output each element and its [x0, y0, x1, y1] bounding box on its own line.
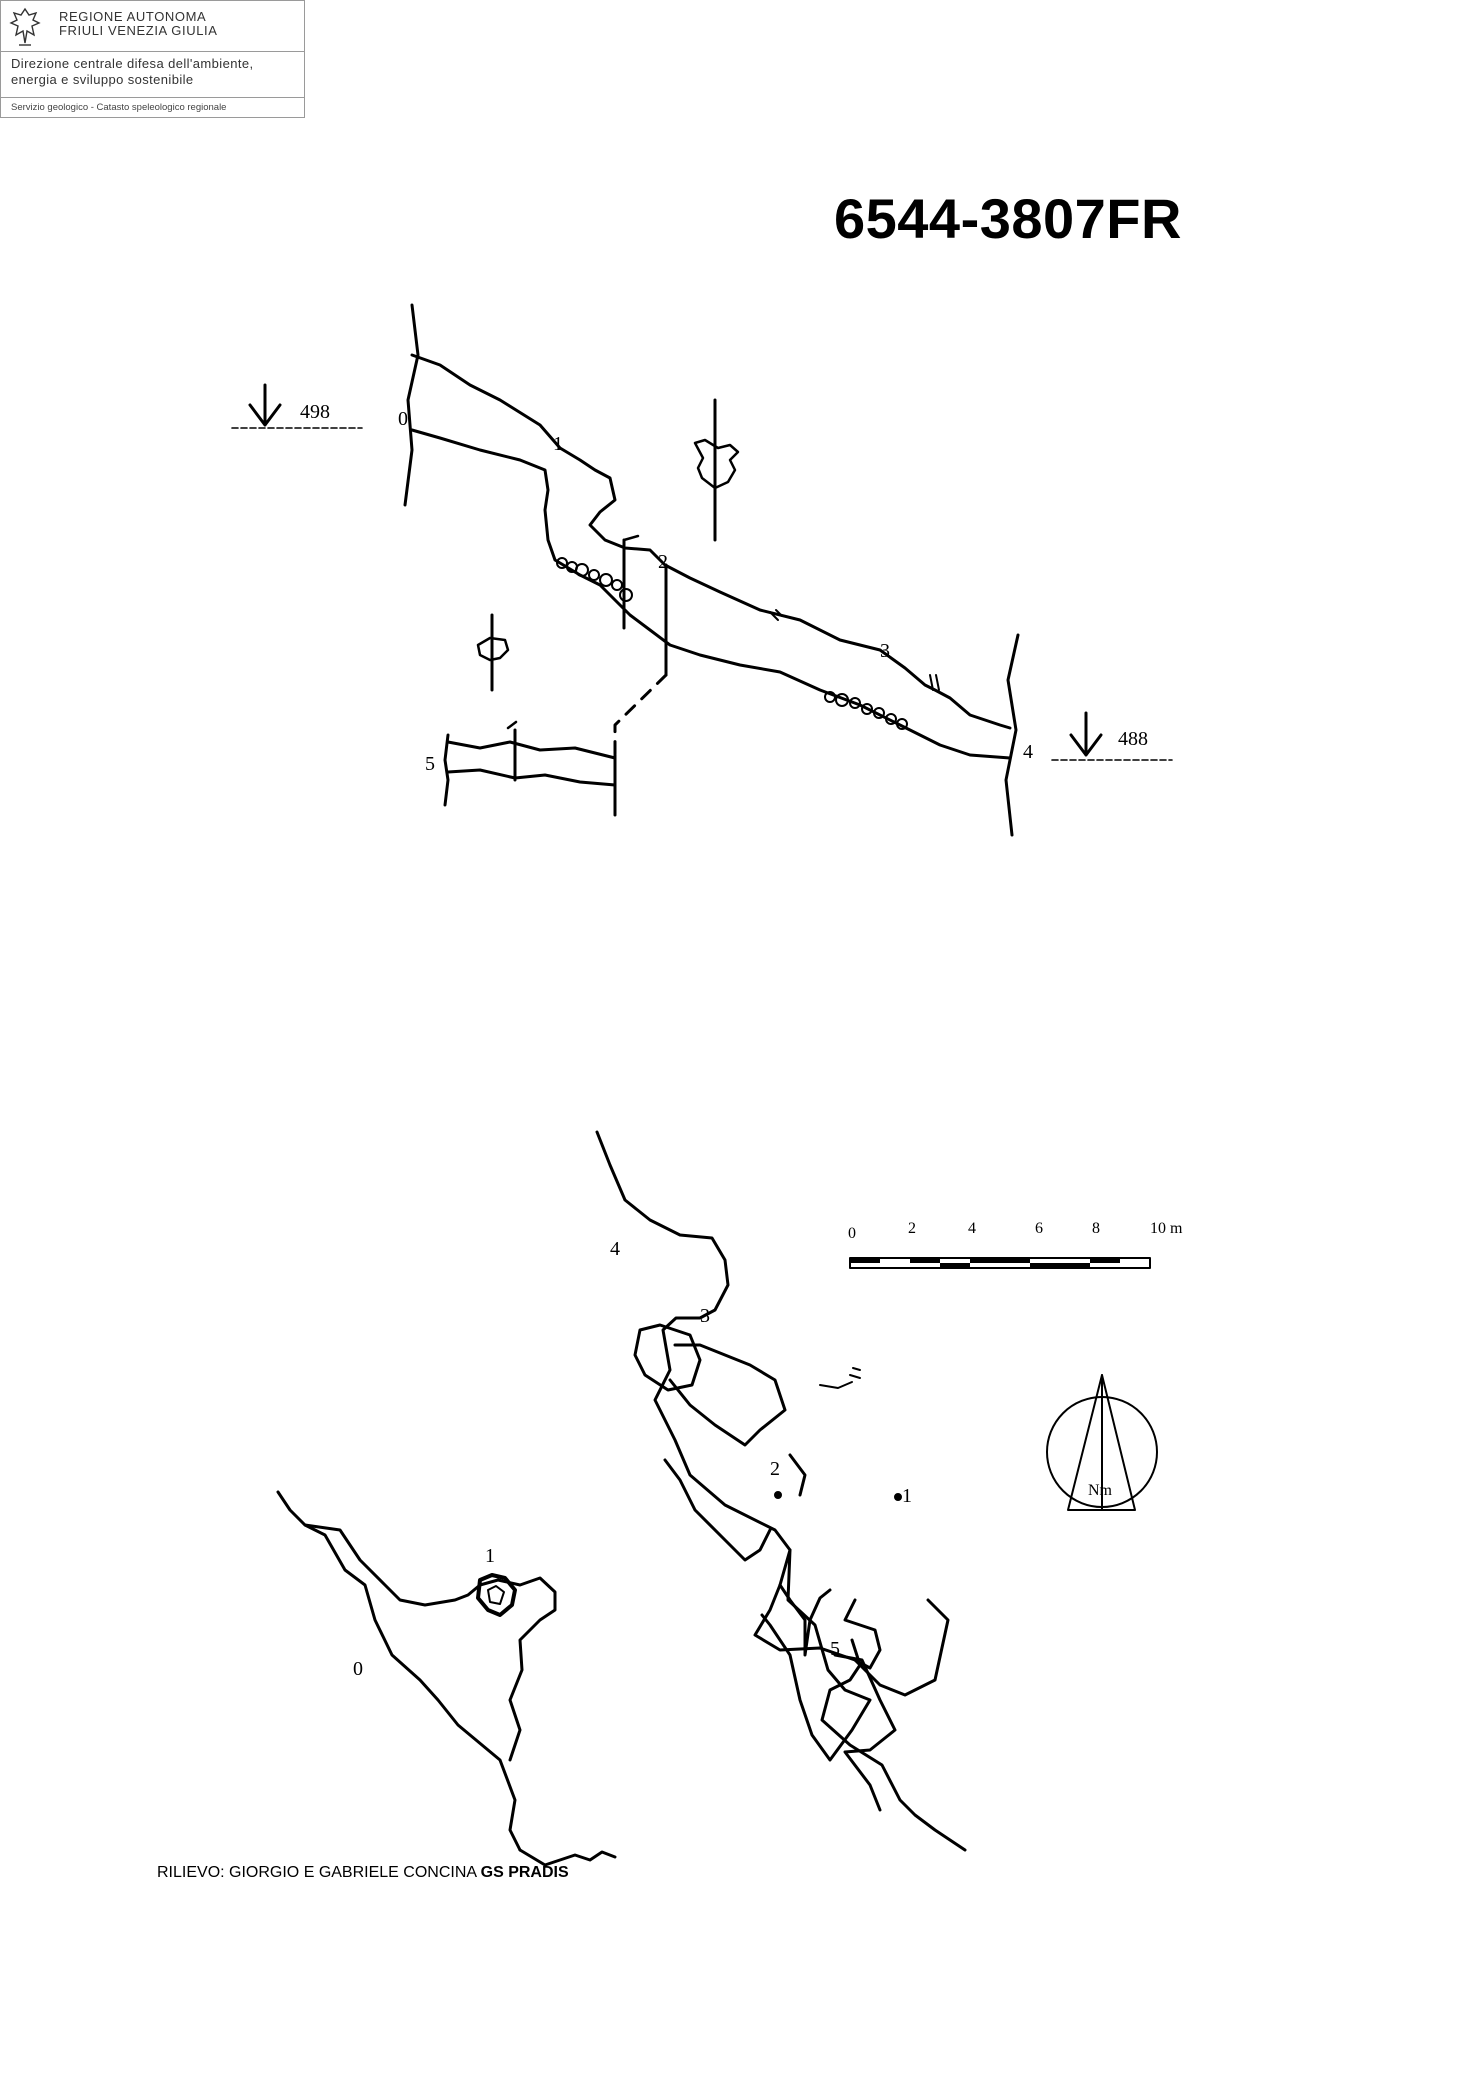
survey-authors: RILIEVO: GIORGIO E GABRIELE CONCINA: [157, 1864, 477, 1881]
plan-south-walls: [760, 1548, 872, 1762]
plan-outlet: [820, 1638, 967, 1852]
survey-group: GS PRADIS: [480, 1864, 569, 1881]
header-region: REGIONE AUTONOMA FRIULI VENEZIA GIULIA: [1, 1, 304, 52]
plan-station-4: 4: [610, 1238, 620, 1260]
plan-station-2: 2: [770, 1458, 780, 1480]
lower-passage-floor: [446, 768, 617, 787]
region-line1: REGIONE AUTONOMA: [59, 9, 207, 24]
elev-left-arrow: [248, 383, 282, 427]
plan-station-3: 3: [700, 1305, 710, 1327]
scale-tick-2: 2: [908, 1220, 916, 1237]
scale-tick-4: 4: [968, 1220, 976, 1237]
plan-station-0: 0: [353, 1658, 363, 1680]
cross-section-lower-shape: [476, 636, 510, 662]
survey-credits: RILIEVO: GIORGIO E GABRIELE CONCINA GS P…: [157, 1864, 569, 1882]
elev-label-right: 488: [1118, 728, 1148, 750]
header-box: REGIONE AUTONOMA FRIULI VENEZIA GIULIA D…: [0, 0, 305, 118]
section-station-4: 4: [1023, 741, 1033, 763]
plan-left-floor: [518, 1848, 617, 1867]
plan-right-outer-wall: [595, 1130, 882, 1670]
scale-tick-6: 6: [1035, 1220, 1043, 1237]
elev-right-arrow: [1069, 711, 1103, 757]
section-dashed-link: [613, 673, 668, 757]
scale-seg-2: [910, 1258, 940, 1263]
service-name: Servizio geologico - Catasto speleologic…: [11, 102, 227, 113]
north-arrow-icon: [1046, 1374, 1158, 1511]
dept-line2: energia e sviluppo sostenibile: [11, 72, 194, 87]
plan-main-corridor: [663, 1458, 772, 1562]
plan-side-branch: [788, 1453, 807, 1497]
section-station-0: 0: [398, 408, 408, 430]
cave-code-title: 6544-3807FR: [834, 187, 1182, 250]
lower-passage-ceiling: [446, 740, 617, 760]
dept-line1: Direzione centrale difesa dell'ambiente,: [11, 56, 254, 71]
plan-inner-chamber: [668, 1343, 787, 1447]
section-boulders-1: [556, 557, 633, 602]
section-station-1: 1: [553, 433, 563, 455]
scale-seg-1: [850, 1258, 880, 1263]
plan-left-inner: [303, 1523, 482, 1607]
section-floor: [410, 428, 1012, 760]
plan-station-dot-1: [894, 1493, 902, 1501]
plan-right-inner-wall: [633, 1323, 702, 1392]
region-line2: FRIULI VENEZIA GIULIA: [59, 23, 218, 38]
scale-seg-6: [1090, 1258, 1120, 1263]
cross-section-upper-shape: [693, 438, 740, 490]
scale-tick-10m: 10 m: [1150, 1220, 1183, 1237]
section-mark-1: [769, 609, 783, 621]
eagle-emblem-icon: [9, 7, 41, 46]
lower-passage-left-wall: [443, 733, 450, 807]
header-department: Direzione centrale difesa dell'ambiente,…: [1, 52, 304, 98]
section-station-2: 2: [658, 551, 668, 573]
section-cut-flag-a: [622, 534, 640, 542]
plan-view: [276, 1130, 967, 1867]
scale-seg-4: [970, 1258, 1030, 1263]
plan-south-passage: [833, 1653, 897, 1812]
north-arrow-label: Nm: [1088, 1482, 1113, 1499]
section-ground-right: [1004, 633, 1020, 837]
scale-seg-5: [1030, 1263, 1090, 1268]
lower-passage-cut-flag: [506, 720, 518, 730]
elev-label-left: 498: [300, 401, 330, 423]
section-ceiling: [410, 353, 1012, 730]
scale-tick-0: 0: [848, 1225, 856, 1242]
plan-southeast-branch: [853, 1598, 950, 1697]
plan-side-branch-east: [819, 1367, 861, 1389]
plan-station-dot-2: [774, 1491, 782, 1499]
scale-bar: [849, 1257, 1151, 1269]
scale-tick-8: 8: [1092, 1220, 1100, 1237]
plan-station-5: 5: [830, 1638, 840, 1660]
section-station-5: 5: [425, 753, 435, 775]
plan-station-1: 1: [485, 1545, 495, 1567]
plan-station-1b: 1: [902, 1485, 912, 1507]
plan-left-chamber: [478, 1576, 557, 1762]
plan-left-outer: [276, 1490, 522, 1852]
department-name: Direzione centrale difesa dell'ambiente,…: [11, 56, 254, 88]
section-profile: [231, 303, 1173, 837]
region-name: REGIONE AUTONOMA FRIULI VENEZIA GIULIA: [59, 10, 218, 38]
section-station-3: 3: [880, 640, 890, 662]
section-ground-left: [403, 303, 420, 507]
section-mark-2: [929, 674, 940, 691]
plan-left-rock: [476, 1573, 517, 1617]
scale-seg-3: [940, 1263, 970, 1268]
section-boulders-2: [824, 691, 908, 730]
plan-left-rock-detail: [487, 1585, 505, 1605]
